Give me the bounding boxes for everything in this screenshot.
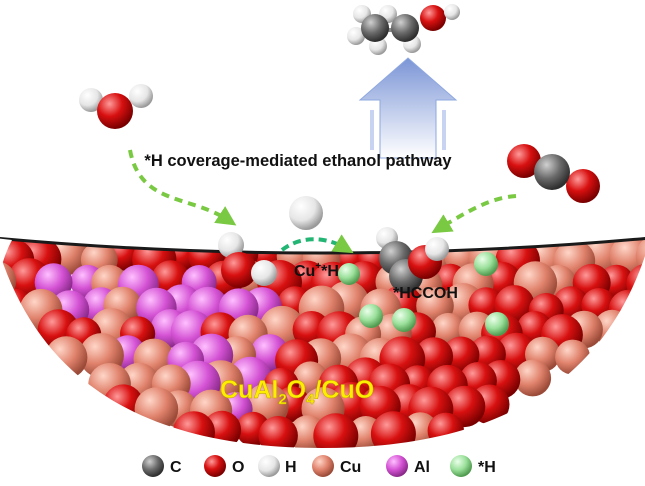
- legend-swatch-h: [258, 455, 280, 477]
- legend-label-al: Al: [414, 459, 430, 476]
- legend-item-h: H: [258, 455, 297, 477]
- surface-bowl-outline: [0, 236, 645, 255]
- surface-atom: [313, 413, 359, 459]
- atom-legend: C O H Cu Al *H: [142, 455, 496, 477]
- surface-atom: [514, 359, 552, 397]
- legend-item-star-h: *H: [450, 455, 496, 477]
- ethanol-molecule: [347, 4, 460, 55]
- hccoh-label: *HCCOH: [393, 285, 458, 302]
- catalyst-label: CuAl2O4/CuO: [220, 376, 374, 408]
- arrow-h-transfer: [280, 234, 354, 254]
- product-release-arrow: [358, 57, 458, 159]
- legend-item-o: O: [204, 455, 244, 477]
- cu-plus-h-label: Cu+*H: [294, 261, 339, 280]
- legend-label-c: C: [170, 459, 182, 476]
- co2-molecule: [507, 144, 600, 203]
- legend-item-c: C: [142, 455, 182, 477]
- legend-swatch-cu: [312, 455, 334, 477]
- legend-label-o: O: [232, 459, 244, 476]
- legend-item-al: Al: [386, 455, 430, 477]
- arrow-co2-to-surface: [431, 194, 517, 234]
- surface-atom: [258, 416, 298, 456]
- pathway-title: *H coverage-mediated ethanol pathway: [144, 152, 452, 170]
- legend-label-star-h: *H: [478, 459, 496, 476]
- arrow-water-to-surface: [128, 149, 237, 226]
- legend-swatch-al: [386, 455, 408, 477]
- legend-item-cu: Cu: [312, 455, 361, 477]
- legend-swatch-c: [142, 455, 164, 477]
- adsorbed-water: [218, 232, 277, 288]
- surface-h-atoms: [338, 252, 509, 336]
- legend-label-cu: Cu: [340, 459, 361, 476]
- water-molecule: [79, 84, 153, 129]
- legend-swatch-o: [204, 455, 226, 477]
- h-atom-free: [289, 196, 323, 230]
- bowl-outer-mask: [0, 254, 645, 486]
- bowl-mask: [0, 238, 12, 273]
- legend-label-h: H: [285, 459, 297, 476]
- legend-swatch-star-h: [450, 455, 472, 477]
- hccoh-intermediate: [376, 227, 449, 293]
